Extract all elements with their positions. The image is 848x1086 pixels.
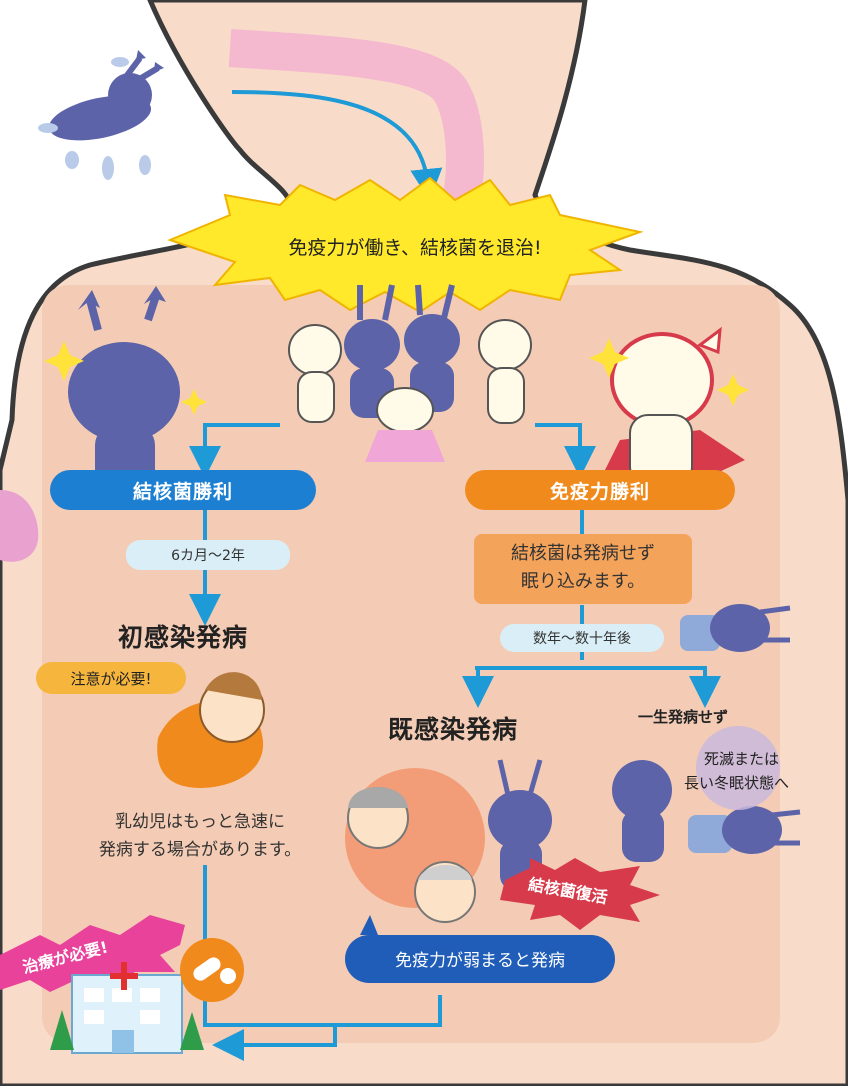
infant-note-line1: 乳幼児はもっと急速に: [115, 812, 285, 832]
infant-note-line2: 発病する場合があります。: [98, 840, 302, 860]
baby-icon: [157, 672, 265, 788]
elderly-couple-icon: [345, 768, 485, 923]
weak-immunity-text: 免疫力が弱まると発病: [395, 951, 565, 971]
revival-burst: [500, 858, 660, 930]
reactivation-heading: 既感染発病: [388, 715, 519, 744]
banner-starburst: [167, 176, 644, 314]
dormant-state-line2: 長い冬眠状態へ: [684, 774, 790, 792]
side-blob: [0, 490, 39, 562]
dormant-line2: 眠り込みます。: [520, 571, 646, 592]
treatment-burst: [0, 915, 185, 992]
caution-bubble: 注意が必要!: [36, 662, 186, 694]
pink-flow: [228, 29, 484, 241]
weak-immunity-bubble: [360, 915, 378, 935]
dormant-box: [474, 534, 692, 604]
central-crowd-icon: [288, 284, 532, 462]
immunity-victory-label: 免疫力勝利: [465, 470, 735, 510]
no-disease-label: 一生発病せず: [638, 708, 729, 726]
flying-germ-icon: [38, 50, 164, 180]
right-duration-tag: 数年〜数十年後: [500, 624, 664, 652]
left-duration-tag: 6カ月〜2年: [126, 540, 290, 570]
dormant-state-line1: 死滅または: [704, 750, 780, 768]
weak-immunity-box: [345, 935, 615, 983]
banner-text: 免疫力が働き、結核菌を退治!: [288, 237, 542, 259]
primary-infection-heading: 初感染発病: [118, 623, 249, 652]
dormant-line1: 結核菌は発病せず: [511, 543, 655, 564]
germ-victory-label: 結核菌勝利: [50, 470, 316, 510]
medicine-icon: [180, 938, 244, 1002]
sleeping-germ-icon: [680, 604, 801, 854]
hospital-icon: [50, 962, 204, 1054]
entry-arrow: [231, 90, 443, 201]
dormant-germ-icon: [612, 726, 780, 862]
